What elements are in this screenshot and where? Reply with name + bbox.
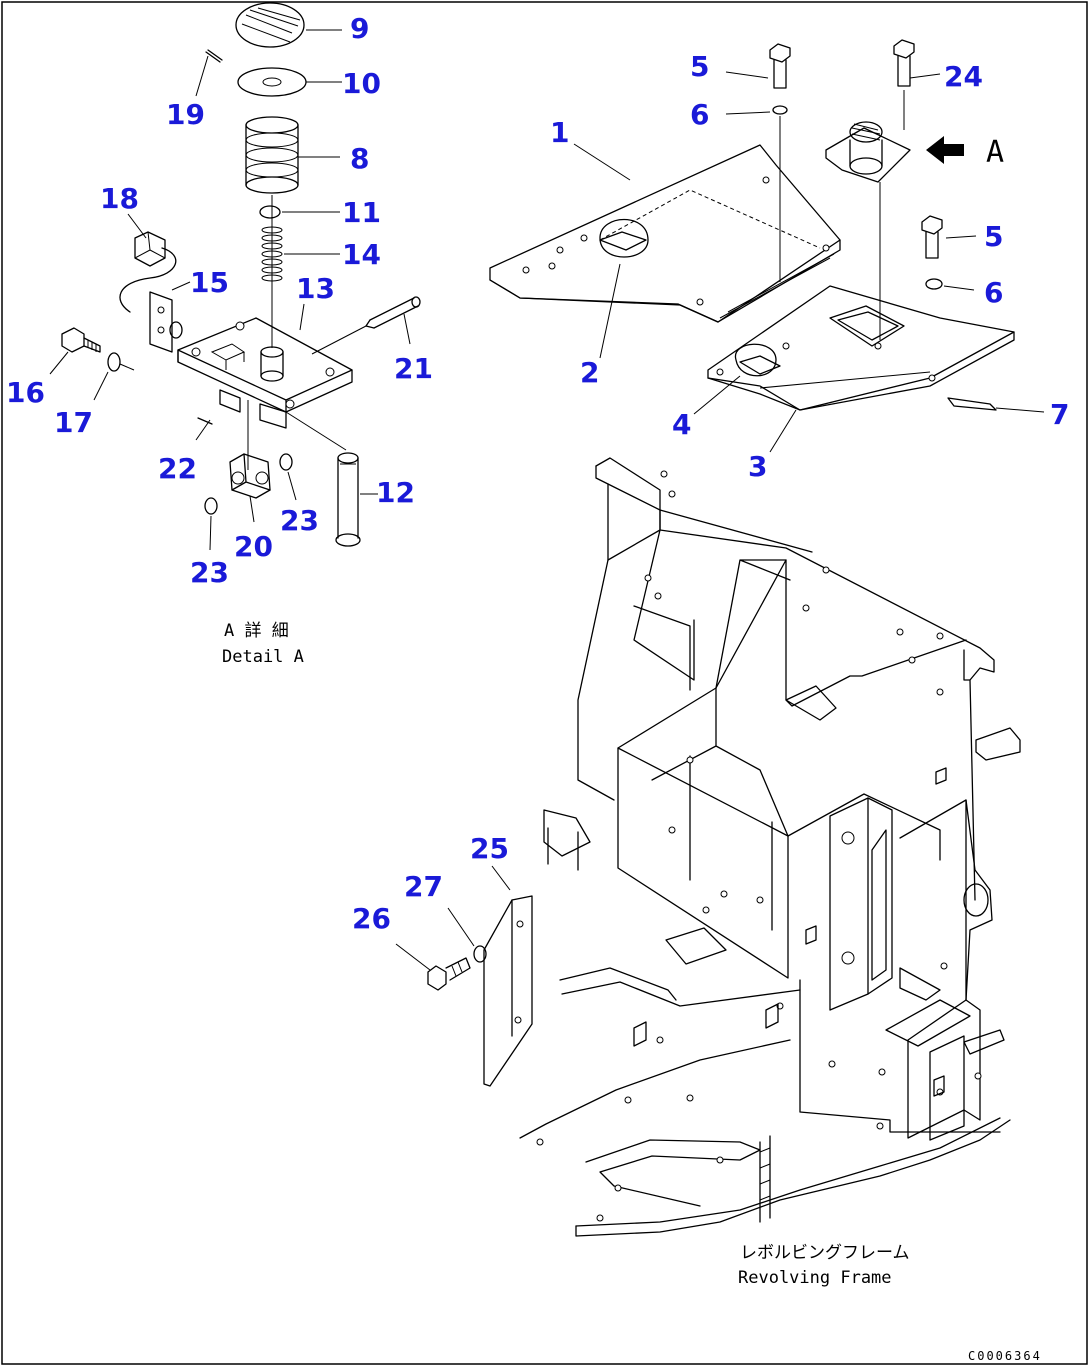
part-label-22: 22: [158, 452, 197, 485]
part-label-2: 2: [580, 356, 599, 389]
washer-27-part: [473, 945, 487, 963]
part-label-15: 15: [190, 266, 229, 299]
washer-17-part: [107, 352, 121, 372]
part-label-23-right: 23: [280, 504, 319, 537]
detail-a-assembly: [61, 2, 421, 547]
pedal-unit-part: [825, 121, 911, 183]
part-label-17: 17: [54, 406, 93, 439]
bolt-26-part: [427, 957, 471, 991]
part-label-23-left: 23: [190, 556, 229, 589]
switch-bracket-part: [149, 291, 183, 353]
frame-caption-en: Revolving Frame: [738, 1268, 892, 1288]
part-label-20: 20: [234, 530, 273, 563]
pedal-bracket-part: [229, 453, 271, 499]
part-label-10: 10: [342, 67, 381, 100]
part-label-5-upper: 5: [690, 50, 709, 83]
rubber-strip-part: [947, 397, 997, 411]
washer-6-lower-part: [925, 278, 943, 290]
bolt-24-part: [893, 39, 915, 87]
washer-left-part: [204, 497, 218, 515]
cover-plate-1-part: [489, 144, 841, 323]
shaft-part: [285, 411, 361, 547]
switch-connector-part: [119, 231, 177, 313]
snap-ring-part: [259, 205, 281, 219]
part-label-5-lower: 5: [984, 220, 1003, 253]
upper-right-leaders: [573, 71, 1045, 453]
pedal-pad-part: [235, 2, 305, 48]
base-plate-part: [177, 317, 353, 429]
part-label-8: 8: [350, 142, 369, 175]
detail-caption-en: Detail A: [222, 647, 304, 667]
part-label-11: 11: [342, 196, 381, 229]
part-label-25: 25: [470, 832, 509, 865]
part-label-6-lower: 6: [984, 276, 1003, 309]
washer-plate-part: [237, 67, 307, 97]
bolt-5-upper-part: [769, 43, 791, 89]
frame-leaders: [395, 865, 511, 971]
part-label-3: 3: [748, 450, 767, 483]
part-label-9: 9: [350, 12, 369, 45]
part-label-26: 26: [352, 902, 391, 935]
part-label-12: 12: [376, 476, 415, 509]
bellows-boot-part: [245, 116, 299, 194]
part-label-19: 19: [166, 98, 205, 131]
part-label-6-upper: 6: [690, 98, 709, 131]
part-label-4: 4: [672, 408, 691, 441]
revolving-frame-part: [519, 457, 1021, 1237]
part-label-13: 13: [296, 272, 335, 305]
cotter-pin-part: [197, 417, 213, 425]
frame-caption-jp: レボルビングフレーム: [740, 1243, 910, 1263]
part-label-27: 27: [404, 870, 443, 903]
part-label-1: 1: [550, 116, 569, 149]
drawing-code: C0006364: [968, 1349, 1042, 1363]
washer-6-upper-part: [772, 105, 788, 115]
part-label-18: 18: [100, 182, 139, 215]
small-pin-part: [205, 49, 223, 63]
part-label-24: 24: [944, 60, 983, 93]
part-label-7: 7: [1050, 398, 1069, 431]
view-arrow-icon: [926, 136, 964, 164]
bolt-16-part: [61, 327, 101, 353]
detail-caption-jp: A 詳 細: [224, 621, 289, 641]
pivot-pin-part: [311, 296, 421, 355]
part-label-14: 14: [342, 238, 381, 271]
bolt-5-lower-part: [921, 215, 943, 259]
cover-plate-3-part: [707, 285, 1015, 411]
washer-right-part: [279, 453, 293, 471]
side-plate-part: [483, 895, 533, 1087]
part-label-16: 16: [6, 376, 45, 409]
floor-cover-assembly: [489, 39, 1015, 411]
part-number-labels: 9 10 19 8 18 11 14 15 13 21 16 17 22 12 …: [6, 12, 1069, 935]
part-label-21: 21: [394, 352, 433, 385]
view-marker-label: A: [986, 135, 1004, 170]
detail-a-leaders: [49, 29, 411, 551]
